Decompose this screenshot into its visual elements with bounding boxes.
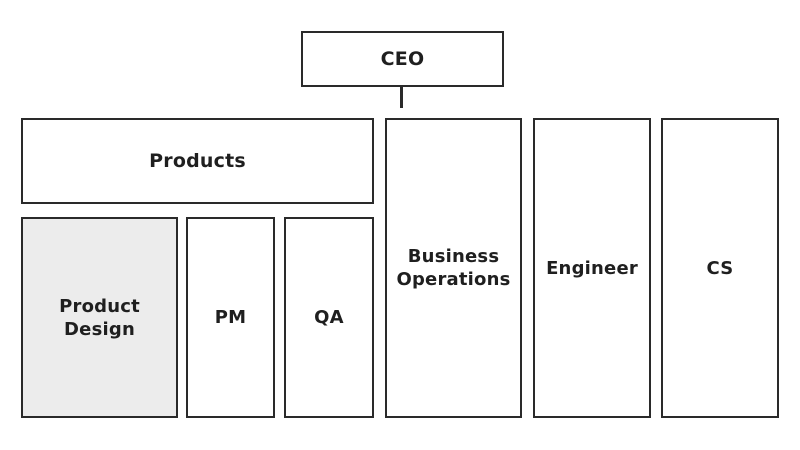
business-operations-box: Business Operations bbox=[385, 118, 522, 418]
cs-label: CS bbox=[706, 257, 734, 279]
pm-box: PM bbox=[186, 217, 275, 418]
engineer-label: Engineer bbox=[546, 257, 638, 279]
product-design-label: Product Design bbox=[59, 295, 140, 340]
product-design-box: Product Design bbox=[21, 217, 178, 418]
cs-box: CS bbox=[661, 118, 779, 418]
products-box: Products bbox=[21, 118, 374, 204]
products-label: Products bbox=[149, 149, 246, 172]
pm-label: PM bbox=[214, 307, 247, 328]
engineer-box: Engineer bbox=[533, 118, 651, 418]
ceo-box: CEO bbox=[301, 31, 504, 87]
qa-label: QA bbox=[314, 307, 344, 328]
ceo-connector-line bbox=[400, 86, 403, 108]
qa-box: QA bbox=[284, 217, 374, 418]
ceo-label: CEO bbox=[380, 47, 425, 70]
business-operations-label: Business Operations bbox=[396, 246, 511, 290]
